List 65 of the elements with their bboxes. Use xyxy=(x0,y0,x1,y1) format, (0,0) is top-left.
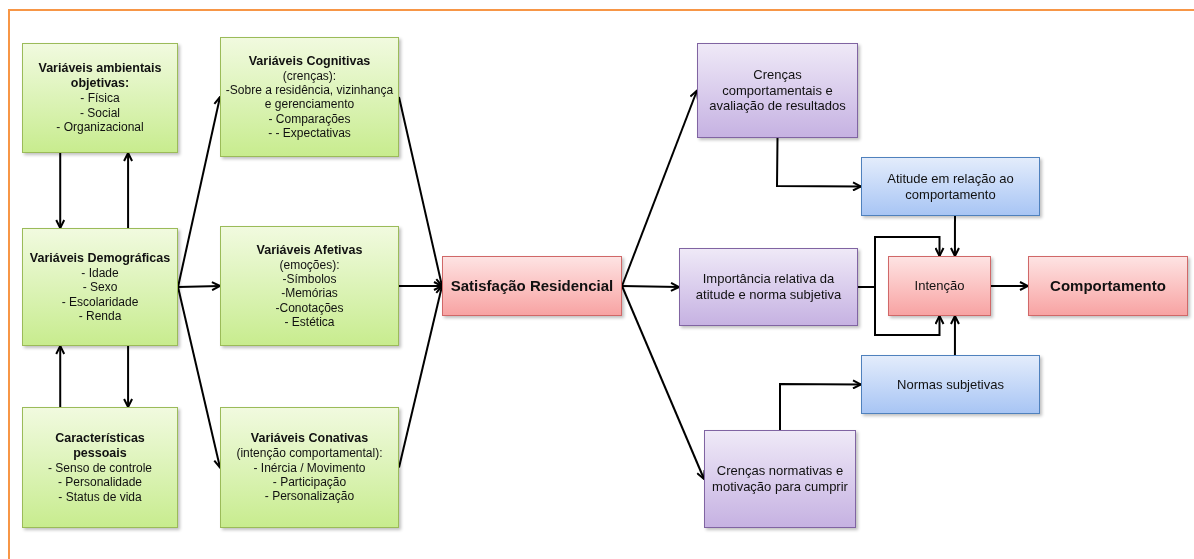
box-heading: Variáveis Conativas xyxy=(250,431,369,447)
box-label: Atitude em relação ao comportamento xyxy=(886,170,1015,203)
list-item: (crenças): xyxy=(282,68,337,83)
arrow xyxy=(949,215,960,257)
box-label: Importância relativa da atitude e norma subjetiva xyxy=(694,271,843,303)
arrow xyxy=(621,89,699,287)
list-item: - Física xyxy=(80,91,120,106)
intention-box xyxy=(888,256,991,316)
list-item: - Status de vida xyxy=(58,489,142,505)
list-item: (emoções): xyxy=(279,257,340,272)
list-item: - Idade xyxy=(81,265,119,281)
list-item: - Inércia / Movimento xyxy=(253,460,366,475)
arrow xyxy=(123,152,134,229)
arrow xyxy=(949,315,960,356)
list-item: - Renda xyxy=(78,308,122,324)
variable-box xyxy=(220,37,399,157)
arrow xyxy=(398,281,443,291)
box-label: Crenças normativas e motivação para cumprir xyxy=(711,463,849,495)
list-item: - Sexo xyxy=(82,280,118,295)
outcome-box xyxy=(442,256,622,316)
list-item: - Personalidade xyxy=(57,475,143,490)
box-heading: Variáveis Afetivas xyxy=(256,242,363,258)
arrow xyxy=(55,345,66,408)
box-label: Comportamento xyxy=(1050,277,1166,295)
variable-box xyxy=(220,226,399,346)
outcome-box xyxy=(1028,256,1188,316)
box-heading: Variáveis Demográficas xyxy=(29,250,171,266)
arrow xyxy=(621,281,680,292)
box-heading: Variáveis Cognitivas xyxy=(248,53,371,69)
list-item: -Memórias xyxy=(281,286,338,301)
list-item: - Social xyxy=(80,105,120,121)
box-heading: Características pessoais xyxy=(54,430,146,461)
arrow xyxy=(55,152,66,229)
arrow xyxy=(177,281,221,292)
arrow xyxy=(779,379,862,431)
variable-box xyxy=(22,228,178,346)
variable-box xyxy=(22,407,178,528)
box-label: Satisfação Residencial xyxy=(450,277,614,295)
variable-box xyxy=(220,407,399,528)
list-item: -Conotações xyxy=(275,300,344,316)
box-label: Normas subjetivas xyxy=(897,376,1004,393)
belief-box xyxy=(704,430,856,528)
list-item: - Estética xyxy=(284,315,335,330)
arrow xyxy=(776,137,862,192)
variable-box xyxy=(22,43,178,153)
box-label: Crenças comportamentais e avaliação de resultados xyxy=(708,67,847,114)
arrow xyxy=(621,285,706,480)
list-item: - Escolaridade xyxy=(61,294,139,309)
attitude-box xyxy=(861,157,1040,216)
box-label: Intenção xyxy=(914,278,965,294)
list-item: -Símbolos xyxy=(282,271,337,287)
list-item: -Sobre a residência, vizinhança e gerenciamento xyxy=(225,82,394,112)
list-item: - Organizacional xyxy=(56,120,144,135)
arrow xyxy=(123,345,134,408)
list-item: (intenção comportamental): xyxy=(236,446,383,461)
list-item: - Personalização xyxy=(264,489,355,504)
box-heading: Variáveis ambientais objetivas: xyxy=(37,61,163,92)
attitude-box xyxy=(861,355,1040,414)
belief-box xyxy=(697,43,858,138)
arrow xyxy=(990,281,1029,291)
list-item: - - Expectativas xyxy=(268,126,351,141)
list-item: - Comparações xyxy=(268,111,351,127)
belief-box xyxy=(679,248,858,326)
list-item: - Participação xyxy=(272,475,347,490)
list-item: - Senso de controle xyxy=(47,460,153,476)
